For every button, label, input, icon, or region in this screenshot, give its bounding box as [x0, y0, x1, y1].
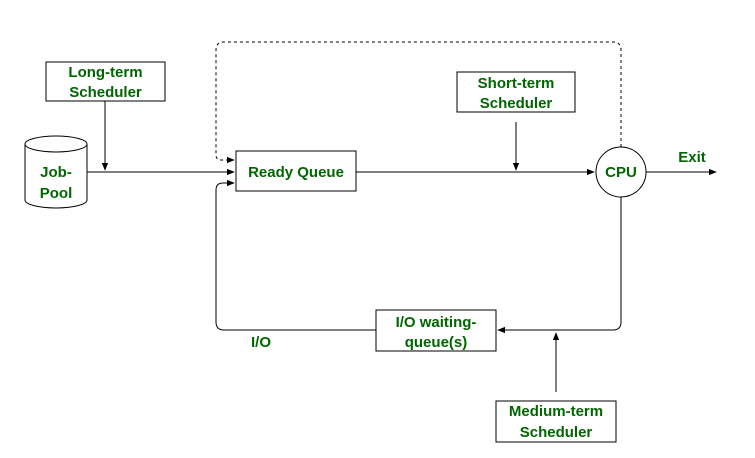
cpu-to-io-queue-arrow: [497, 197, 622, 334]
long-term-scheduler-label-line1: Long-term: [68, 64, 142, 81]
ready-queue-label: Ready Queue: [248, 164, 344, 181]
io-waiting-queue-label-line1: I/O waiting-: [396, 314, 477, 331]
io-waiting-queue-box: I/O waiting- queue(s): [375, 309, 497, 352]
ready-queue-box: Ready Queue: [235, 150, 357, 192]
cpu-label: CPU: [605, 164, 637, 181]
cpu-node: CPU: [595, 146, 647, 198]
short-term-scheduler-label-line1: Short-term: [478, 75, 555, 92]
io-label: I/O: [251, 334, 271, 351]
short-term-scheduler-label-line2: Scheduler: [480, 95, 553, 112]
io-waiting-queue-label-line2: queue(s): [405, 334, 468, 351]
medium-term-scheduler-label-line2: Scheduler: [520, 424, 593, 441]
job-pool-label-line2: Pool: [40, 185, 73, 202]
exit-label: Exit: [678, 149, 706, 166]
cpu-to-ready-queue-dashed-arrow: [215, 41, 622, 164]
medium-term-scheduler-box: Medium-term Scheduler: [495, 400, 617, 443]
job-pool-cylinder: Job- Pool: [24, 135, 88, 209]
short-term-scheduler-box: Short-term Scheduler: [456, 71, 576, 113]
long-term-scheduler-label-line2: Scheduler: [69, 84, 142, 101]
job-pool-label-line1: Job-: [40, 164, 72, 181]
medium-term-scheduler-label-line1: Medium-term: [509, 403, 603, 420]
long-term-scheduler-box: Long-term Scheduler: [45, 61, 166, 102]
io-queue-to-ready-queue-arrow: [215, 179, 376, 331]
